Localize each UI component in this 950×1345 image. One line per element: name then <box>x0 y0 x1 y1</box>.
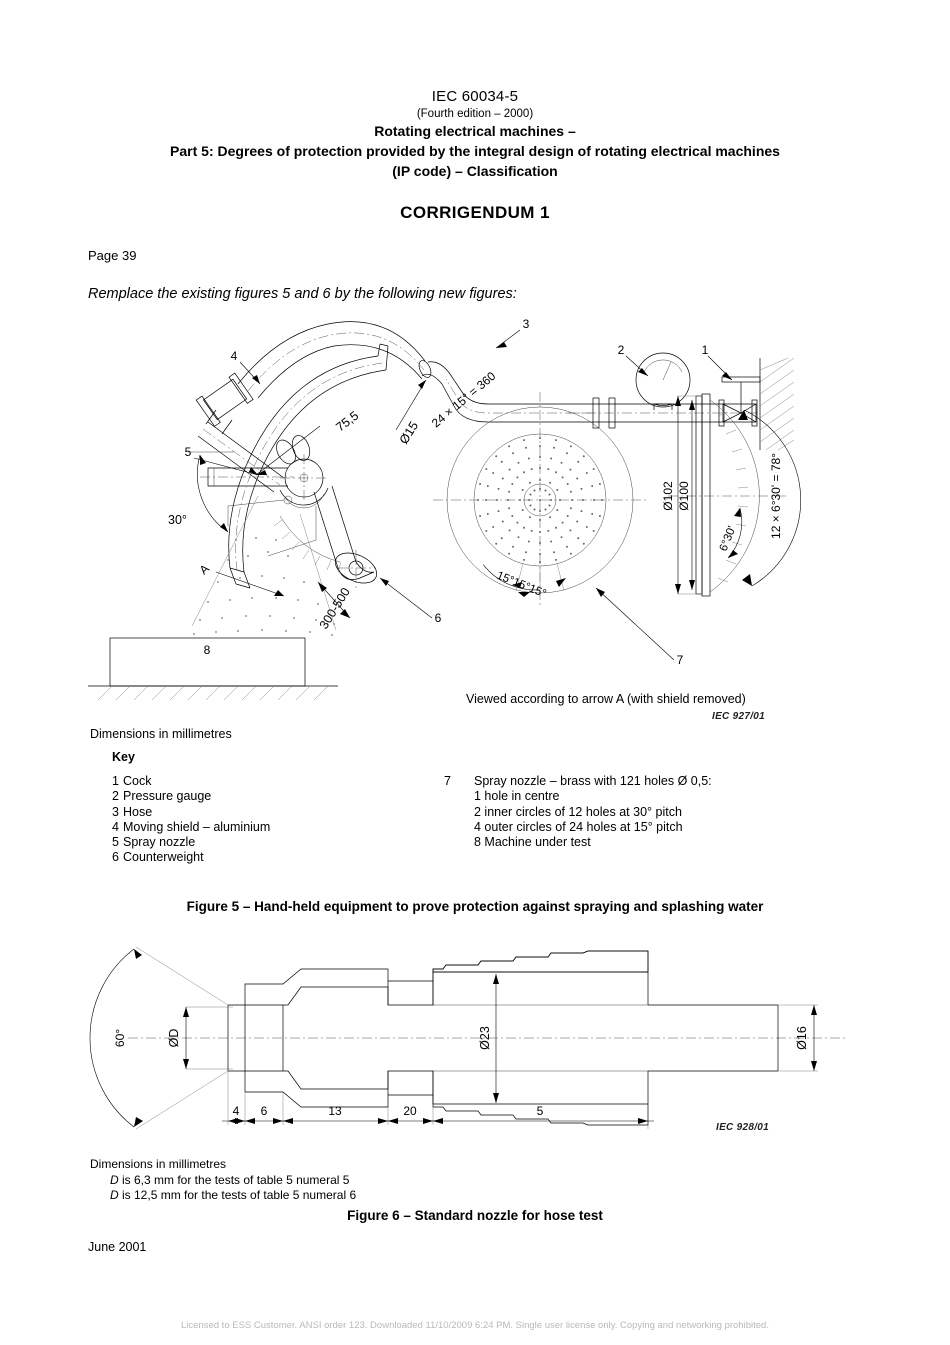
instruction-text: Remplace the existing figures 5 and 6 by… <box>88 286 517 302</box>
callout-2: 2 <box>618 343 625 357</box>
wall-hatching <box>759 357 795 451</box>
figure-5-drawing: 8 <box>88 300 868 700</box>
key-item-label: Spray nozzle <box>123 835 196 850</box>
key-item: 1 Cock <box>112 774 270 789</box>
moving-shield <box>228 343 389 589</box>
page-reference: Page 39 <box>88 248 137 263</box>
dim-length-13: 13 <box>328 1104 342 1118</box>
callout-7: 7 <box>677 653 684 667</box>
nozzle-holes <box>477 437 603 563</box>
nozzle-bore <box>227 972 779 1104</box>
document-title-line3: (IP code) – Classification <box>392 163 558 179</box>
nozzle-body-upper <box>228 950 649 1006</box>
dimensions-note-5: Dimensions in millimetres <box>90 727 232 741</box>
iec-drawing-ref-6: IEC 928/01 <box>716 1122 770 1133</box>
nozzle-side-view: Ø102 Ø100 <box>661 393 801 597</box>
d-symbol: D <box>110 1173 119 1187</box>
key-subitem: 1 hole in centre <box>474 789 560 804</box>
hose <box>195 321 426 435</box>
dim-outer-ring: 24 × 15° = 360 <box>429 369 499 431</box>
key-item-number: 7 <box>444 774 451 788</box>
key-item-label: Counterweight <box>123 850 204 865</box>
publication-date: June 2001 <box>88 1240 147 1254</box>
dim-cone-angle: 60° <box>113 1029 127 1047</box>
document-title-line2: Part 5: Degrees of protection provided b… <box>170 143 780 159</box>
callout-4: 4 <box>231 349 238 363</box>
key-item-number: 1 <box>112 774 119 788</box>
dim-pitch-630: 6°30' <box>718 525 739 554</box>
callout-1: 1 <box>702 343 709 357</box>
key-item-label: Spray nozzle – brass with 121 holes Ø 0,… <box>474 774 712 788</box>
key-item: 6 Counterweight <box>112 850 270 865</box>
dim-length-6: 6 <box>261 1104 268 1118</box>
cone-60-deg: 60° <box>89 946 229 1130</box>
key-subitem: 8 Machine under test <box>474 835 591 850</box>
dim-dia-102: Ø102 <box>661 481 675 511</box>
spray-gun-assembly <box>197 421 378 588</box>
dim-shield-angle: 30° <box>168 513 187 527</box>
key-item-label: Pressure gauge <box>123 789 212 804</box>
dim-distance: 300-500 <box>317 585 353 631</box>
nozzle-body-lower <box>228 1070 649 1126</box>
dim-shield-radius: 75,5 <box>333 409 361 435</box>
key-list-right: 7 Spray nozzle – brass with 121 holes Ø 0… <box>444 774 712 850</box>
iec-drawing-ref-5: IEC 927/01 <box>712 711 766 722</box>
key-list-left: 1 Cock 2 Pressure gauge 3 Hose 4 Moving shie… <box>112 774 270 866</box>
dim-diameter-23-group: Ø23 <box>478 974 499 1103</box>
dim-diameter-D-group: ØD <box>167 1006 233 1070</box>
figure-6-drawing: 60° ØD Ø23 <box>88 925 868 1150</box>
key-item: 4 Moving shield – aluminium <box>112 820 270 835</box>
dim-dia-100: Ø100 <box>677 481 691 511</box>
d-note-text: is 6,3 mm for the tests of table 5 numer… <box>118 1173 350 1187</box>
callout-6: 6 <box>435 611 442 625</box>
dim-diameter-23: Ø23 <box>478 1026 492 1050</box>
callout-leaders: 4 5 3 2 1 6 7 <box>185 317 733 667</box>
dim-length-4: 4 <box>233 1104 240 1118</box>
dim-diameter-D: ØD <box>167 1029 181 1048</box>
key-item: 2 Pressure gauge <box>112 789 270 804</box>
key-item-number: 3 <box>112 804 119 819</box>
document-title-line1: Rotating electrical machines – <box>374 123 576 139</box>
spray-pattern <box>191 495 337 636</box>
dim-side-angle: 12 × 6°30' = 78° <box>769 453 783 539</box>
supply-pipework <box>418 352 761 429</box>
ground-hatching <box>88 685 338 700</box>
key-item-label: Moving shield – aluminium <box>123 819 271 834</box>
key-item-label: Cock <box>123 774 152 788</box>
standard-number: IEC 60034-5 <box>431 88 519 105</box>
key-subitem: 4 outer circles of 24 holes at 15° pitch <box>474 819 683 834</box>
d-value-note-2: D is 12,5 mm for the tests of table 5 nu… <box>110 1188 356 1202</box>
view-direction-caption: Viewed according to arrow A (with shield… <box>466 692 746 706</box>
key-item-label: Hose <box>123 804 153 819</box>
dim-diameter-16: Ø16 <box>795 1026 809 1050</box>
license-footer: Licensed to ESS Customer. ANSI order 123… <box>181 1320 769 1331</box>
dimension-annotations-left: 75,5 30° 300-500 Ø15 <box>168 379 427 632</box>
key-item-number: 4 <box>112 819 119 834</box>
key-item: 5 Spray nozzle <box>112 835 270 850</box>
dim-length-5: 5 <box>537 1104 544 1118</box>
key-item-number: 6 <box>112 850 119 865</box>
callout-8: 8 <box>204 643 211 657</box>
d-value-note-1: D is 6,3 mm for the tests of table 5 num… <box>110 1173 349 1187</box>
dim-length-20: 20 <box>403 1104 417 1118</box>
callout-3: 3 <box>523 317 530 331</box>
dimensions-note-6: Dimensions in millimetres <box>90 1157 227 1171</box>
figure-6-caption: Figure 6 – Standard nozzle for hose test <box>347 1208 603 1223</box>
key-item-number: 5 <box>112 835 119 850</box>
d-note-text: is 12,5 mm for the tests of table 5 nume… <box>118 1188 357 1202</box>
arrow-a-label: A <box>197 561 212 577</box>
key-item-number: 2 <box>112 789 119 804</box>
figure-5-caption: Figure 5 – Hand-held equipment to prove … <box>186 899 764 914</box>
key-subitem: 2 inner circles of 12 holes at 30° pitch <box>474 804 682 819</box>
key-item: 7 Spray nozzle – brass with 121 holes Ø 0… <box>444 774 712 789</box>
d-symbol: D <box>110 1188 119 1202</box>
corrigendum-heading: CORRIGENDUM 1 <box>400 203 550 222</box>
key-item: 3 Hose <box>112 805 270 820</box>
machine-under-test: 8 <box>109 637 306 687</box>
key-heading: Key <box>112 750 135 764</box>
length-dimension-chain: 4 6 13 20 5 <box>222 1071 654 1129</box>
edition-note: (Fourth edition – 2000) <box>416 108 534 120</box>
dim-diameter-16-group: Ø16 <box>778 1004 818 1072</box>
